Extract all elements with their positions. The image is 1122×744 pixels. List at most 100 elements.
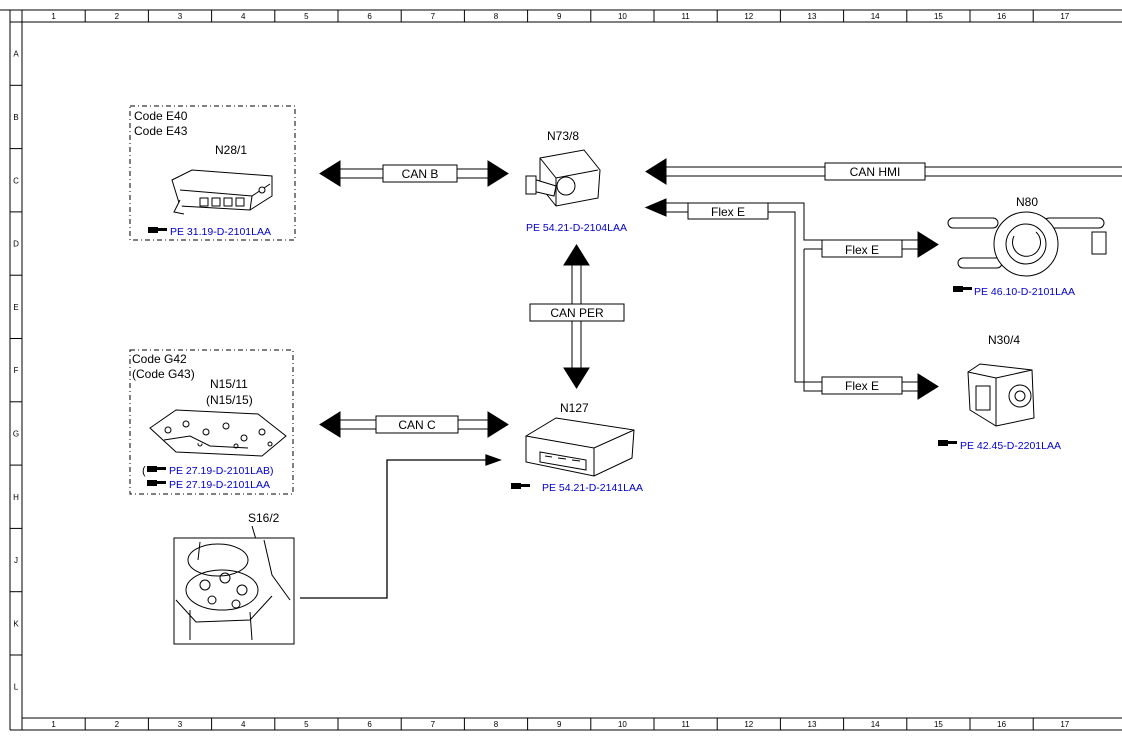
code-e40-label: Code E40 — [134, 109, 188, 123]
grid-column-label: 11 — [681, 720, 690, 729]
grid-column-label: 7 — [431, 720, 436, 729]
grid-column-label: 8 — [494, 720, 499, 729]
grid-column-label: 16 — [997, 720, 1006, 729]
can-hmi-connection: CAN HMI — [645, 158, 1122, 185]
code-e40-box: Code E40 Code E43 N28/1 PE 31.19-D-2101L… — [129, 105, 296, 241]
n80-label: N80 — [1016, 195, 1038, 209]
n30-4-label: N30/4 — [988, 333, 1020, 347]
n15-11-reference-link[interactable]: PE 27.19-D-2101LAA — [169, 479, 270, 491]
grid-column-label: 17 — [1060, 720, 1069, 729]
s16-2-component: S16/2 — [173, 511, 295, 645]
s16-2-signal-line — [300, 454, 502, 599]
grid-column-label: 15 — [934, 720, 943, 729]
n127-reference-link[interactable]: PE 54.21-D-2141LAA — [542, 482, 643, 494]
grid-column-label: 14 — [871, 12, 880, 21]
n127-label: N127 — [560, 401, 589, 415]
grid-column-label: 13 — [808, 12, 817, 21]
can-c-connection: CAN C — [319, 411, 509, 438]
grid-column-label: 6 — [367, 720, 372, 729]
grid-column-label: 3 — [178, 12, 183, 21]
n15-11-label: N15/11 — [210, 377, 248, 391]
grid-column-label: 5 — [304, 720, 309, 729]
grid-row-label: A — [13, 50, 19, 59]
grid-column-label: 3 — [178, 720, 183, 729]
can-b-connection: CAN B — [319, 160, 509, 187]
grid-row-label: E — [13, 303, 18, 312]
flex-e-label-n30: Flex E — [845, 379, 879, 393]
grid-column-label: 4 — [241, 720, 246, 729]
grid-column-label: 2 — [115, 12, 120, 21]
code-g43-label: (Code G43) — [132, 367, 195, 381]
grid-column-label: 4 — [241, 12, 246, 21]
n28-1-label: N28/1 — [215, 143, 247, 157]
n15-15-reference-link[interactable]: PE 27.19-D-2101LAB) — [169, 465, 273, 477]
can-c-label: CAN C — [398, 418, 436, 432]
grid-column-label: 10 — [618, 12, 627, 21]
grid-row-label: B — [13, 113, 18, 122]
n80-steering-module-image — [947, 211, 1107, 277]
n15-11-plate-image — [149, 409, 287, 457]
pointing-hand-icon — [147, 466, 166, 472]
grid-column-label: 10 — [618, 720, 627, 729]
grid-column-label: 2 — [115, 720, 120, 729]
grid-row-label: L — [14, 683, 19, 692]
reference-open-paren: ( — [142, 465, 146, 477]
code-e43-label: Code E43 — [134, 124, 188, 138]
grid-column-label: 6 — [367, 12, 372, 21]
grid-column-label: 5 — [304, 12, 309, 21]
can-hmi-label: CAN HMI — [850, 165, 901, 179]
can-per-label: CAN PER — [550, 306, 604, 320]
flex-e-label-main: Flex E — [711, 205, 745, 219]
sheet-frame — [0, 9, 1122, 731]
pointing-hand-icon — [148, 227, 167, 233]
n28-1-reference-link[interactable]: PE 31.19-D-2101LAA — [170, 226, 271, 238]
grid-row-label: C — [13, 176, 19, 185]
grid-column-label: 1 — [51, 12, 56, 21]
grid-column-label: 12 — [744, 720, 753, 729]
n30-4-reference-link[interactable]: PE 42.45-D-2201LAA — [960, 440, 1061, 452]
n127-module-image — [525, 417, 635, 477]
grid-row-label: H — [13, 493, 19, 502]
n15-15-label: (N15/15) — [206, 393, 253, 407]
n73-8-ignition-switch-image — [525, 149, 601, 207]
grid-row-label: D — [13, 240, 19, 249]
n30-4-esp-unit-image — [967, 363, 1035, 427]
grid-row-label: G — [13, 429, 19, 438]
grid-column-label: 1 — [51, 720, 56, 729]
n80-component: N80 PE 46.10-D-2101LAA — [947, 195, 1107, 298]
can-per-connection: CAN PER — [529, 244, 625, 389]
grid-column-label: 13 — [808, 720, 817, 729]
grid-row-label: J — [14, 556, 18, 565]
flex-e-connection — [644, 198, 939, 400]
grid-column-label: 14 — [871, 720, 880, 729]
grid-column-label: 9 — [557, 720, 562, 729]
grid-column-label: 16 — [997, 12, 1006, 21]
pointing-hand-icon — [953, 286, 972, 292]
n73-8-label: N73/8 — [547, 129, 579, 143]
code-g42-box: Code G42 (Code G43) N15/11 (N15/15) ( PE… — [129, 349, 294, 495]
grid-column-label: 15 — [934, 12, 943, 21]
grid-column-label: 9 — [557, 12, 562, 21]
pointing-hand-icon — [511, 483, 530, 489]
n127-component: N127 PE 54.21-D-2141LAA — [511, 401, 643, 494]
grid-column-label: 11 — [681, 12, 690, 21]
n30-4-component: N30/4 PE 42.45-D-2201LAA — [938, 333, 1061, 452]
pointing-hand-icon — [147, 480, 166, 486]
flex-e-label-n80: Flex E — [845, 243, 879, 257]
s16-2-switch-photo — [175, 539, 291, 641]
grid-column-label: 7 — [431, 12, 436, 21]
s16-2-label: S16/2 — [248, 511, 280, 525]
pointing-hand-icon — [938, 440, 957, 446]
grid-column-label: 8 — [494, 12, 499, 21]
can-b-label: CAN B — [402, 167, 439, 181]
grid-row-label: F — [14, 366, 19, 375]
n80-reference-link[interactable]: PE 46.10-D-2101LAA — [974, 286, 1075, 298]
grid-column-label: 12 — [744, 12, 753, 21]
n73-8-component: N73/8 PE 54.21-D-2104LAA — [525, 129, 627, 234]
n73-8-reference-link[interactable]: PE 54.21-D-2104LAA — [526, 222, 627, 234]
code-g42-label: Code G42 — [132, 352, 187, 366]
